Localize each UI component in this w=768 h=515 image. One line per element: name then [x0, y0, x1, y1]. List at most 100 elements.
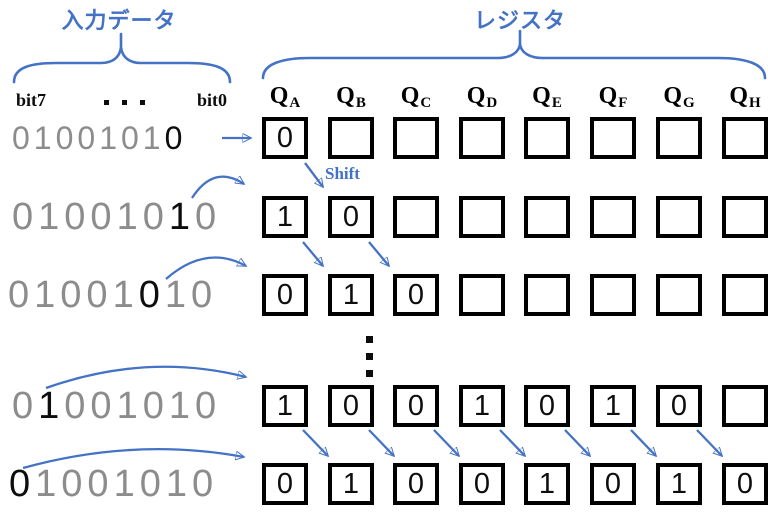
input-bit: 0: [77, 120, 96, 156]
register-cell-r2-c2: 0: [328, 196, 374, 238]
input-bit: 1: [112, 274, 134, 316]
register-cell-r1-c1: 0: [262, 117, 308, 159]
input-bit: 0: [61, 463, 83, 505]
input-arrow-row2: [191, 175, 244, 199]
input-bit: 0: [191, 463, 214, 505]
input-bit-active: 0: [9, 463, 31, 505]
shift-arrow-r4-qd-qe: [499, 429, 525, 456]
shift-arrow-r4-qb-qc: [368, 429, 394, 456]
register-cell-r4-c6: 1: [590, 385, 636, 427]
input-bit: 1: [168, 385, 190, 427]
input-data-brace: [12, 32, 232, 84]
register-cell-r3-c1: 0: [262, 274, 308, 316]
input-bit: 0: [64, 196, 86, 238]
register-cell-r5-c2: 1: [328, 463, 374, 505]
register-cell-r2-c8: [722, 196, 768, 238]
input-bit: 0: [12, 196, 34, 238]
register-cell-r3-c2: 1: [328, 274, 374, 316]
register-cell-r2-c1: 1: [262, 196, 308, 238]
register-cell-r5-c7: 1: [656, 463, 702, 505]
input-bit: 0: [12, 120, 30, 156]
shift-arrow-r4-qe-qf: [564, 429, 590, 456]
input-bit: 0: [142, 385, 164, 427]
input-bit: 0: [139, 463, 161, 505]
input-bit: 0: [87, 463, 109, 505]
register-cell-r2-c4: [459, 196, 505, 238]
register-cell-r3-c3: 0: [393, 274, 439, 316]
register-cell-r5-c3: 0: [393, 463, 439, 505]
register-cell-r1-c7: [656, 117, 702, 159]
input-bit: 0: [142, 196, 164, 238]
input-bit: 0: [8, 274, 30, 316]
shift-arrow-r4-qg-qh: [696, 429, 722, 456]
bit0-label: bit0: [197, 90, 228, 110]
input-bit-active: 1: [168, 196, 190, 238]
register-cell-r4-c4: 1: [459, 385, 505, 427]
register-brace: [261, 29, 767, 80]
input-data-title: 入力データ: [61, 9, 177, 34]
input-bit: 1: [116, 385, 138, 427]
input-bit: 1: [164, 274, 186, 316]
register-cell-r1-c8: [722, 117, 768, 159]
register-cell-r3-c7: [656, 274, 702, 316]
input-bit-active: 1: [38, 385, 60, 427]
register-header-qd: QD: [466, 83, 498, 111]
register-cell-r1-c5: [524, 117, 570, 159]
input-bit: 0: [194, 385, 217, 427]
register-cell-r5-c1: 0: [262, 463, 308, 505]
input-bit: 1: [34, 274, 56, 316]
register-cell-r2-c7: [656, 196, 702, 238]
register-cell-r4-c2: 0: [328, 385, 374, 427]
bit7-label: bit7: [16, 90, 47, 110]
register-cell-r3-c4: [459, 274, 505, 316]
register-cell-r2-c5: [524, 196, 570, 238]
input-bit: 0: [120, 120, 139, 156]
vertical-ellipsis-icon: [366, 336, 373, 377]
register-header-qa: QA: [269, 83, 301, 111]
register-header-qc: QC: [400, 83, 432, 111]
register-cell-r4-c1: 1: [262, 385, 308, 427]
register-cell-r5-c4: 0: [459, 463, 505, 505]
register-header-qb: QB: [336, 83, 366, 111]
input-bit: 1: [165, 463, 187, 505]
register-cell-r5-c5: 1: [524, 463, 570, 505]
register-cell-r4-c8: [722, 385, 768, 427]
register-cell-r2-c3: [393, 196, 439, 238]
register-header-qe: QE: [532, 83, 562, 111]
input-bit: 1: [35, 463, 57, 505]
input-bit: 0: [190, 274, 213, 316]
register-cell-r1-c3: [393, 117, 439, 159]
shift-label: Shift: [325, 164, 360, 183]
bit-ellipsis-dots-icon: [104, 100, 145, 105]
input-bit: 1: [116, 196, 138, 238]
shift-arrow-r2-qb-qc: [368, 241, 389, 266]
register-cell-r4-c3: 0: [393, 385, 439, 427]
input-bit: 0: [90, 196, 112, 238]
register-title: レジスタ: [473, 9, 566, 34]
register-cell-r2-c6: [590, 196, 636, 238]
input-bit-active: 0: [138, 274, 160, 316]
shift-arrow-r4-qa-qb: [302, 429, 328, 456]
register-cell-r5-c8: 0: [722, 463, 768, 505]
input-bit: 1: [38, 196, 60, 238]
register-header-qf: QF: [598, 83, 628, 111]
input-bit: 1: [142, 120, 161, 156]
input-bit: 0: [90, 385, 112, 427]
input-bit: 0: [86, 274, 108, 316]
input-bit: 0: [64, 385, 86, 427]
register-cell-r3-c5: [524, 274, 570, 316]
input-bit: 1: [113, 463, 135, 505]
input-bit: 1: [33, 120, 52, 156]
shift-arrow-r4-qc-qd: [433, 429, 459, 456]
register-cell-r3-c8: [722, 274, 768, 316]
shift-arrow-r4-qf-qg: [630, 429, 656, 456]
register-header-qg: QG: [663, 83, 695, 111]
input-bit: 0: [60, 274, 82, 316]
